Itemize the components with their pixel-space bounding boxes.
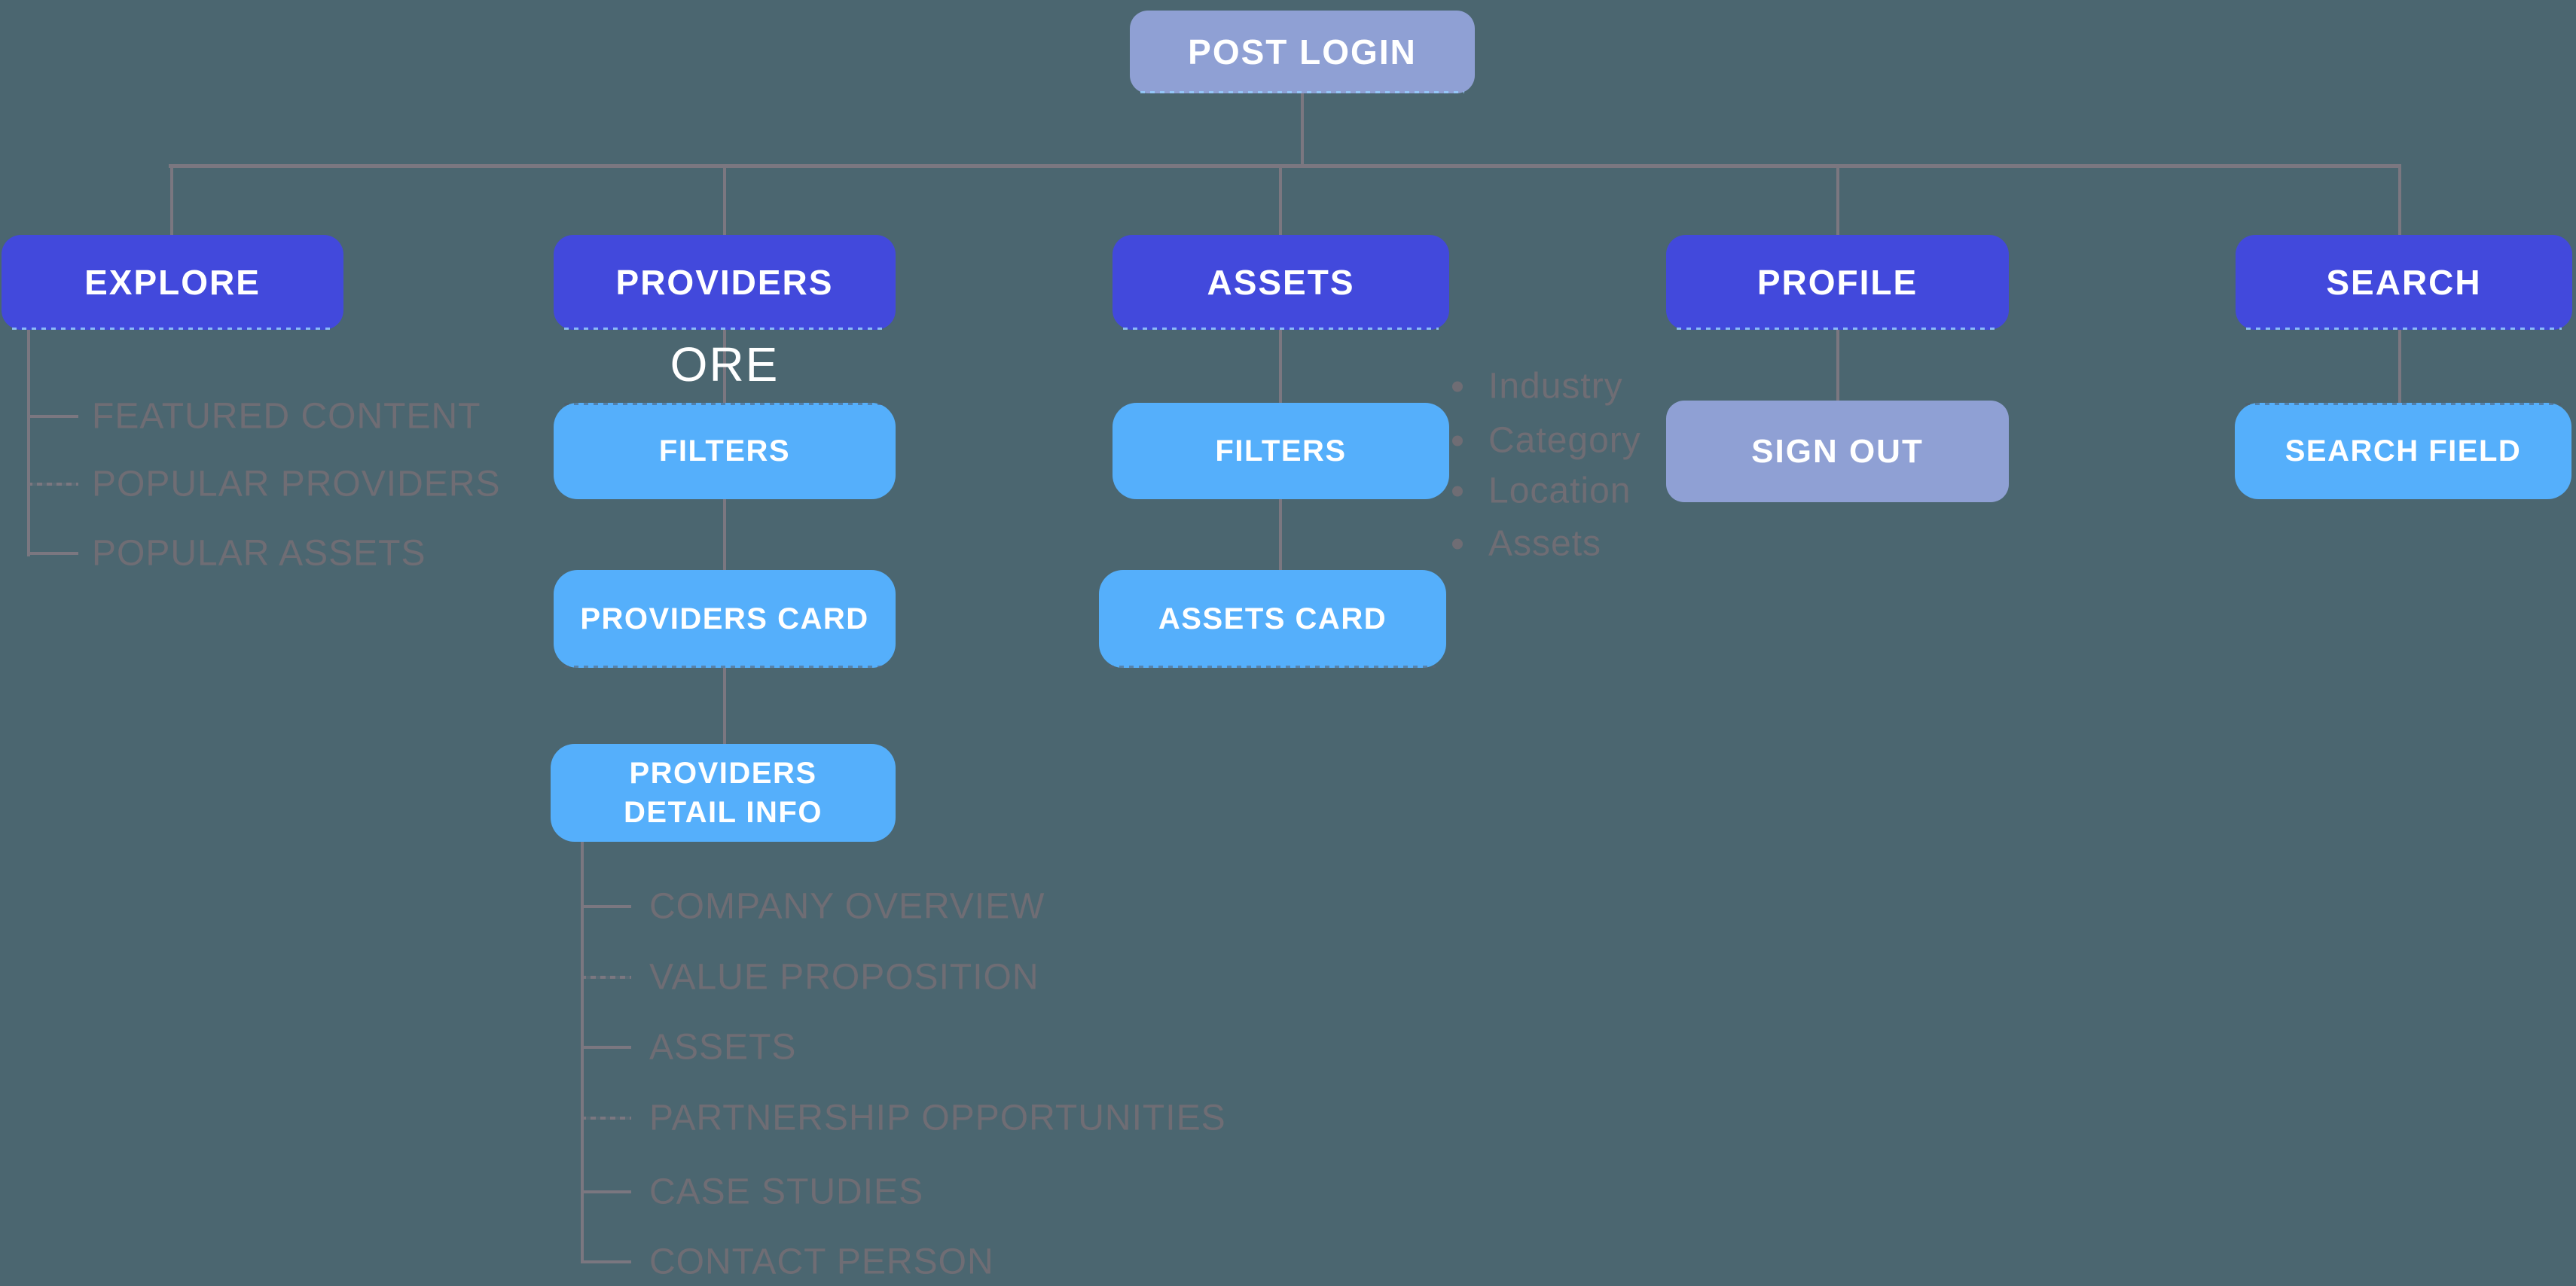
- bullet-item: Category: [1452, 420, 1641, 462]
- bullet-label: Industry: [1488, 366, 1623, 407]
- bullet-label: Location: [1488, 471, 1631, 511]
- node-label: FILTERS: [658, 434, 791, 468]
- connector-drop-explore: [170, 166, 173, 236]
- node-label: PROVIDERS DETAIL INFO: [624, 757, 823, 829]
- connector-profile-stem: [1836, 330, 1839, 401]
- node-assets[interactable]: ASSETS: [1113, 235, 1449, 330]
- bullet-icon: [1452, 435, 1463, 446]
- connector-search-stem: [2398, 330, 2401, 403]
- connector-drop-assets: [1279, 166, 1282, 236]
- node-label: ASSETS CARD: [1158, 602, 1387, 635]
- connector-providers-stem: [723, 499, 726, 570]
- node-search[interactable]: SEARCH: [2236, 235, 2572, 330]
- node-providers-filters[interactable]: FILTERS: [554, 403, 896, 499]
- connector-explore-tick: [27, 552, 78, 555]
- connector-details-tick: [581, 976, 631, 979]
- connector-providers-stem: [723, 668, 726, 744]
- node-assets-filters[interactable]: FILTERS: [1113, 403, 1449, 499]
- node-label: FILTERS: [1215, 434, 1347, 468]
- artifact-text-ore: ORE: [670, 337, 780, 392]
- node-label: SEARCH FIELD: [2285, 434, 2522, 468]
- list-item: VALUE PROPOSITION: [649, 957, 1039, 998]
- node-label: PROVIDERS CARD: [580, 602, 869, 635]
- node-providers-detail-info[interactable]: PROVIDERS DETAIL INFO: [551, 744, 896, 842]
- list-item: PARTNERSHIP OPPORTUNITIES: [649, 1098, 1226, 1138]
- connector-drop-providers: [723, 166, 726, 236]
- list-item: CONTACT PERSON: [649, 1242, 994, 1282]
- node-providers-card[interactable]: PROVIDERS CARD: [554, 570, 896, 668]
- bullet-icon: [1452, 381, 1463, 392]
- connector-details-spine: [581, 839, 584, 1263]
- connector-details-tick: [581, 1046, 631, 1049]
- connector-providers-stem: [723, 330, 726, 403]
- list-item: FEATURED CONTENT: [92, 396, 481, 437]
- node-sign-out[interactable]: SIGN OUT: [1666, 401, 2009, 502]
- node-explore[interactable]: EXPLORE: [2, 235, 343, 330]
- bullet-label: Assets: [1488, 523, 1602, 564]
- connector-explore-tick: [27, 483, 78, 486]
- list-item: POPULAR PROVIDERS: [92, 464, 501, 504]
- node-profile[interactable]: PROFILE: [1666, 235, 2009, 330]
- node-assets-card[interactable]: ASSETS CARD: [1099, 570, 1446, 668]
- list-item: POPULAR ASSETS: [92, 533, 426, 574]
- connector-root-stem: [1301, 93, 1304, 166]
- connector-details-tick: [581, 1190, 631, 1193]
- connector-drop-search: [2398, 166, 2401, 236]
- node-label: SEARCH: [2326, 263, 2482, 302]
- node-label: PROVIDERS: [615, 263, 834, 302]
- list-item: ASSETS: [649, 1027, 797, 1068]
- connector-bus: [169, 164, 2401, 168]
- connector-drop-profile: [1836, 166, 1839, 236]
- list-item: CASE STUDIES: [649, 1172, 924, 1212]
- bullet-icon: [1452, 538, 1463, 549]
- list-item: COMPANY OVERVIEW: [649, 886, 1045, 927]
- node-label: SIGN OUT: [1751, 432, 1924, 470]
- bullet-item: Industry: [1452, 366, 1623, 407]
- node-label: ASSETS: [1207, 263, 1355, 302]
- bullet-icon: [1452, 486, 1463, 496]
- node-label: PROFILE: [1757, 263, 1918, 302]
- bullet-label: Category: [1488, 420, 1641, 461]
- connector-assets-stem: [1279, 330, 1282, 403]
- connector-assets-stem: [1279, 499, 1282, 570]
- bullet-item: Location: [1452, 471, 1631, 512]
- connector-details-tick: [581, 905, 631, 908]
- bullet-item: Assets: [1452, 523, 1601, 565]
- node-post-login[interactable]: POST LOGIN: [1130, 11, 1475, 93]
- node-label: EXPLORE: [84, 263, 261, 302]
- connector-details-tick: [581, 1117, 631, 1120]
- node-providers[interactable]: PROVIDERS: [554, 235, 896, 330]
- connector-explore-tick: [27, 415, 78, 418]
- connector-details-tick: [581, 1260, 631, 1263]
- node-label: POST LOGIN: [1188, 32, 1417, 72]
- connector-explore-spine: [27, 330, 30, 556]
- node-search-field[interactable]: SEARCH FIELD: [2235, 403, 2571, 499]
